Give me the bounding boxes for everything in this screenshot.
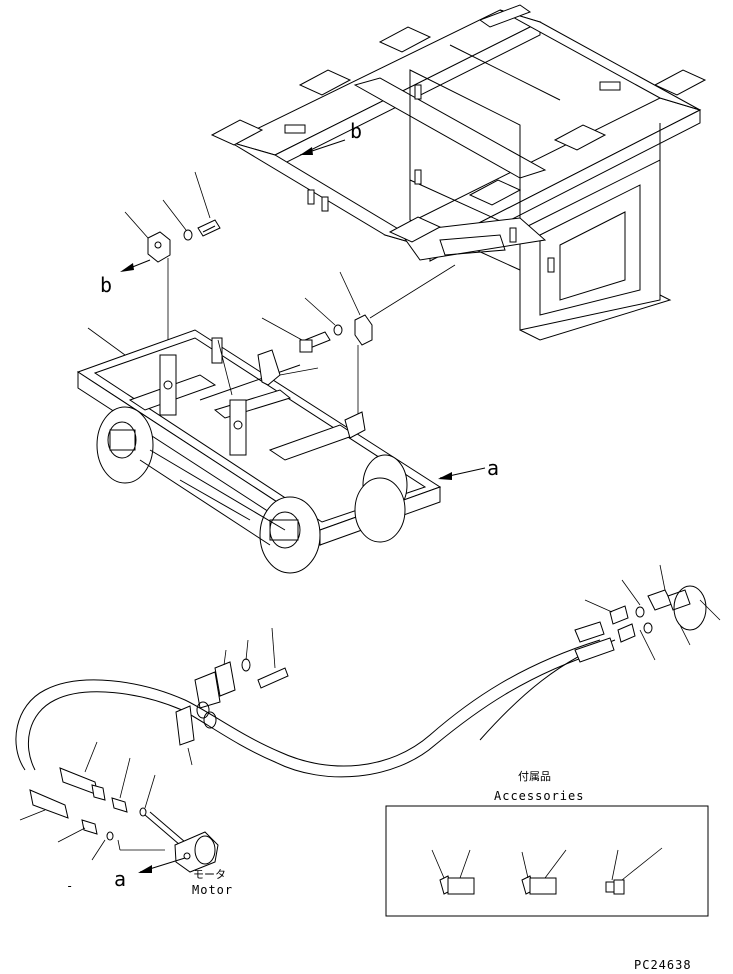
accessories-panel xyxy=(385,805,709,917)
upper-frame xyxy=(210,4,707,341)
ref-label-a-right: a xyxy=(487,456,499,480)
ref-label-b-upper: b xyxy=(350,119,362,143)
dash-mark: - xyxy=(66,879,74,893)
bracket-bolt-set-left xyxy=(120,171,221,360)
ref-label-a-lower: a xyxy=(114,867,126,891)
accessories-label-jp: 付属品 xyxy=(518,770,551,783)
ref-label-b-lower: b xyxy=(100,273,112,297)
trolley-assembly xyxy=(76,327,486,574)
drawing-code: PC24638 xyxy=(634,958,692,972)
accessories-label-en: Accessories xyxy=(494,789,584,803)
motor-label-en: Motor xyxy=(192,883,233,897)
bracket-bolt-set-right xyxy=(261,264,456,420)
motor-label-jp: モータ xyxy=(193,868,226,881)
hose-assembly xyxy=(15,564,721,873)
